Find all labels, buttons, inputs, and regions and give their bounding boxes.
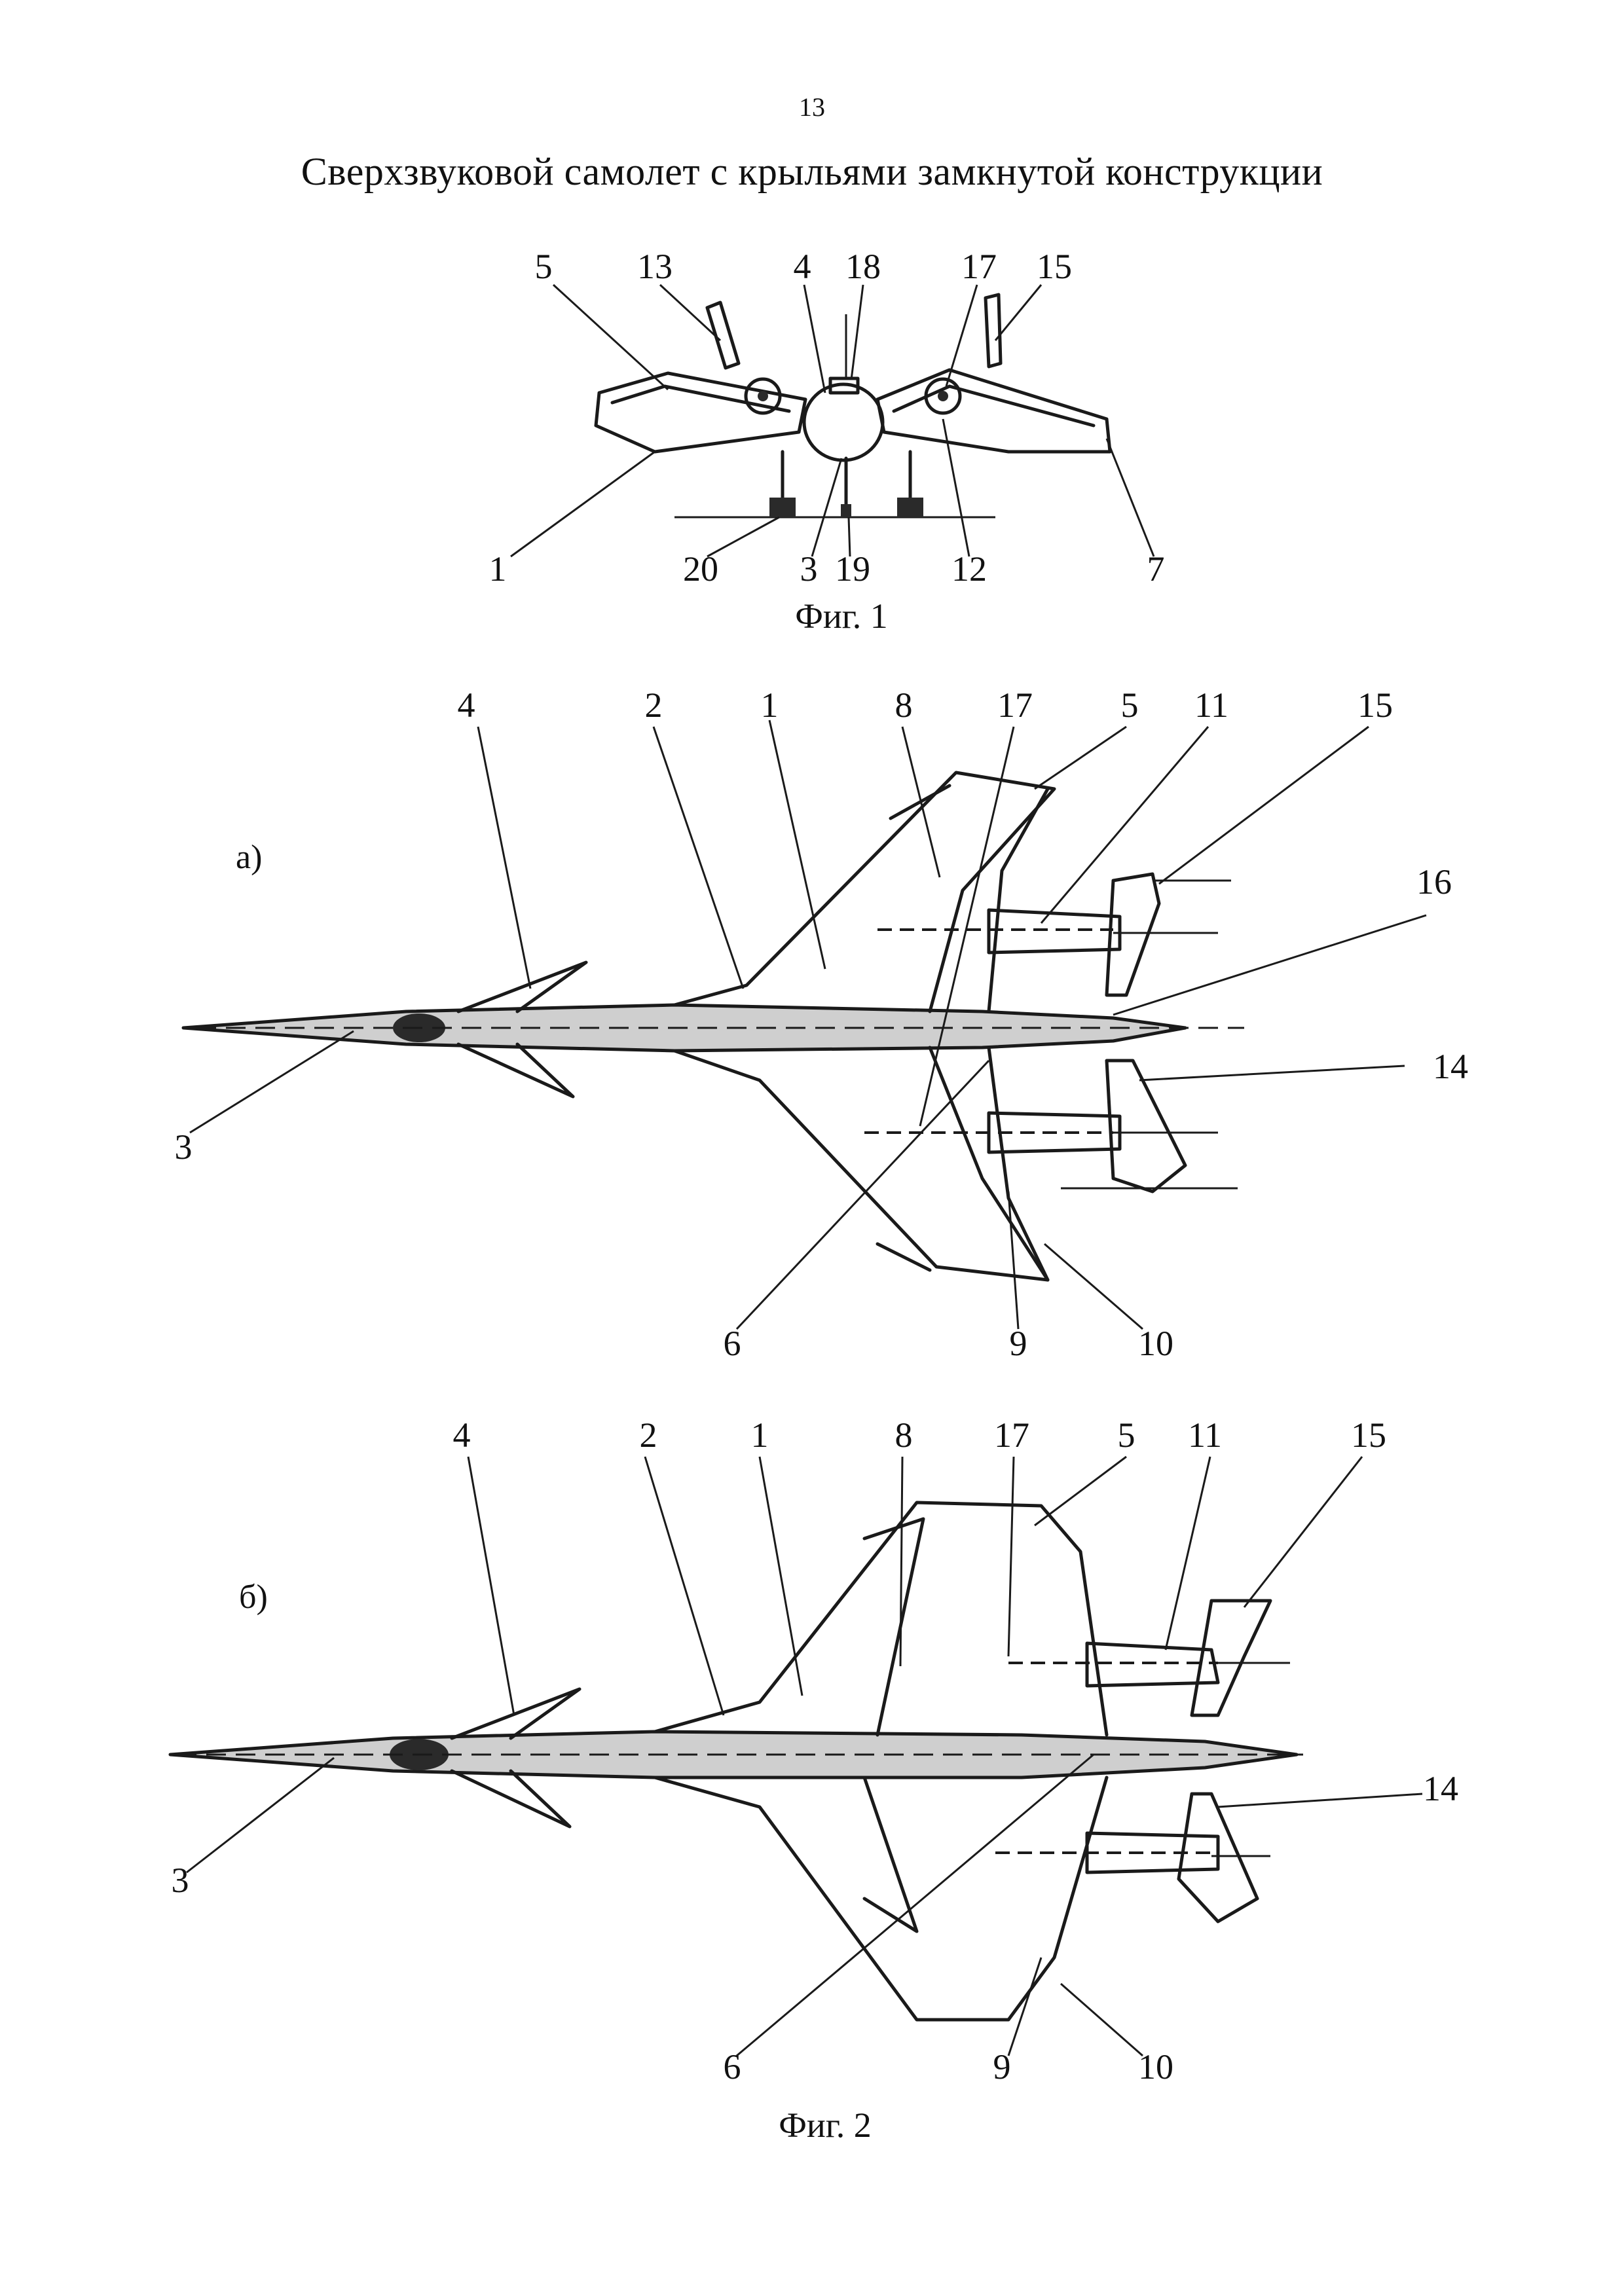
- engine-top-2a: [987, 908, 1122, 955]
- forward-wing-bottom-2a: [673, 1046, 1050, 1282]
- fig1-label-4: 4: [793, 247, 811, 286]
- tail-top-2a: [1105, 872, 1161, 997]
- wing-bottom-2b: [653, 1776, 1109, 2022]
- left-engine: [744, 377, 782, 415]
- fig2-caption: Фиг. 2: [779, 2105, 872, 2145]
- fig2a-label-16: 16: [1416, 862, 1452, 902]
- fig2a-label-3: 3: [174, 1127, 193, 1167]
- left-fin: [705, 301, 741, 370]
- fig2a-label-14: 14: [1433, 1047, 1468, 1086]
- fig1-label-19: 19: [835, 549, 870, 589]
- nose-gear: [841, 504, 851, 517]
- fig1-label-12: 12: [951, 549, 987, 589]
- fig2b-marker: б): [239, 1578, 268, 1616]
- left-main-gear: [769, 498, 796, 517]
- canard-top-2a: [456, 960, 588, 1013]
- fig2b-label-10: 10: [1138, 2047, 1173, 2086]
- fig2b-label-1: 1: [750, 1415, 769, 1455]
- fig1-label-13: 13: [637, 247, 673, 286]
- fig1-label-18: 18: [845, 247, 881, 286]
- right-closed-wing: [876, 368, 1112, 454]
- fig2b-label-14: 14: [1423, 1769, 1458, 1808]
- fig1-label-15: 15: [1037, 247, 1072, 286]
- fig2b-label-5: 5: [1117, 1415, 1135, 1455]
- left-closed-wing: [594, 371, 807, 454]
- tail-top-2b: [1190, 1599, 1272, 1717]
- tail-bottom-2b: [1177, 1792, 1259, 1923]
- wing-top-2b: [653, 1501, 1109, 1737]
- engine-bottom-2b: [1085, 1831, 1220, 1874]
- right-main-gear: [897, 498, 923, 517]
- fig2a-label-1: 1: [760, 685, 779, 725]
- fig2b-label-4: 4: [452, 1415, 471, 1455]
- fig2a-label-11: 11: [1194, 685, 1228, 725]
- fig2b-label-15: 15: [1351, 1415, 1386, 1455]
- right-fin: [984, 293, 1003, 369]
- fig1-label-3: 3: [800, 549, 818, 589]
- canard-top-2b: [450, 1687, 581, 1740]
- fuselage-cross-section: [802, 382, 885, 462]
- canard-bottom-2b: [450, 1769, 572, 1829]
- fig2a-label-4: 4: [457, 685, 475, 725]
- fig2a-label-8: 8: [895, 685, 913, 725]
- fig1-label-20: 20: [683, 549, 718, 589]
- fuselage-2b: [170, 1732, 1297, 1777]
- fig1-label-17: 17: [961, 247, 997, 286]
- canard-bottom-2a: [456, 1042, 575, 1099]
- fig2a-label-5: 5: [1120, 685, 1139, 725]
- fig2a-label-9: 9: [1009, 1324, 1027, 1363]
- fig2b-label-11: 11: [1188, 1415, 1222, 1455]
- fig1-label-5: 5: [534, 247, 553, 286]
- right-engine: [924, 377, 962, 415]
- fig2a-label-15: 15: [1357, 685, 1393, 725]
- fig2a-label-10: 10: [1138, 1324, 1173, 1363]
- fig2b-label-17: 17: [994, 1415, 1029, 1455]
- fig2b-label-3: 3: [171, 1861, 189, 1900]
- engine-bottom-2a: [987, 1111, 1122, 1154]
- fig2a-label-2: 2: [644, 685, 663, 725]
- fig2a-label-17: 17: [997, 685, 1033, 725]
- fig2b-label-2: 2: [639, 1415, 657, 1455]
- fig1-label-7: 7: [1147, 549, 1165, 589]
- fig2b-label-6: 6: [723, 2047, 741, 2086]
- cockpit-canopy: [828, 376, 860, 395]
- rear-wing-top-2a: [987, 787, 1050, 1013]
- fig2a-marker: а): [236, 839, 263, 876]
- page-title: Сверхзвуковой самолет с крыльями замкнут…: [301, 150, 1323, 193]
- fig1-caption: Фиг. 1: [795, 596, 888, 636]
- fig2b-label-8: 8: [895, 1415, 913, 1455]
- fig1-label-1: 1: [489, 549, 507, 589]
- tail-bottom-2a: [1105, 1059, 1187, 1194]
- fig2b-label-9: 9: [993, 2047, 1011, 2086]
- forward-wing-top-2a: [673, 771, 1056, 1013]
- fig2a-label-6: 6: [723, 1324, 741, 1363]
- engine-top-2b: [1085, 1641, 1220, 1688]
- page-number: 13: [799, 92, 825, 122]
